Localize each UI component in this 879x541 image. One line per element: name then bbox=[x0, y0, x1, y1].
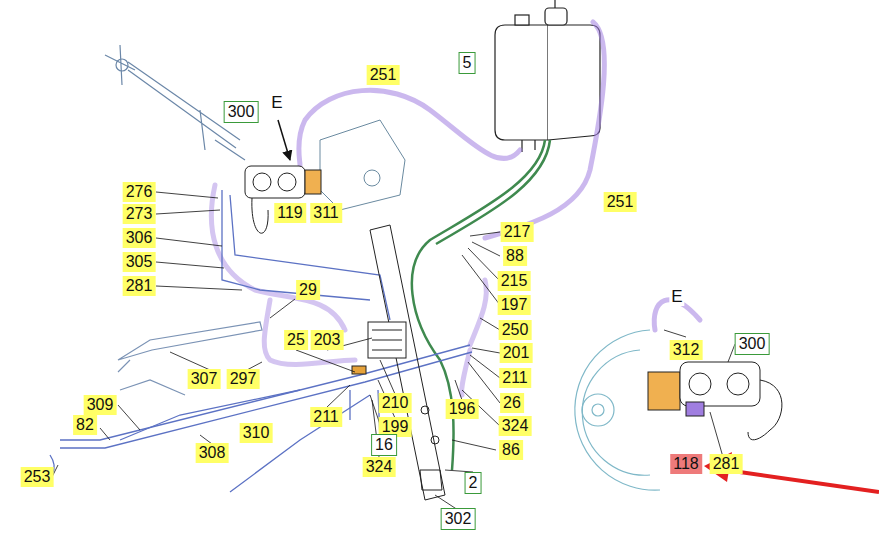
assembly-number: 16 bbox=[371, 434, 397, 456]
callout-number: 273 bbox=[123, 204, 156, 224]
view-letter: E bbox=[669, 288, 684, 306]
callout-number: 88 bbox=[503, 246, 527, 266]
oil-tank bbox=[495, 0, 600, 152]
callout-number: 251 bbox=[367, 65, 400, 85]
valve-block bbox=[352, 322, 406, 374]
callout-number: 119 bbox=[274, 203, 306, 223]
callout-number: 253 bbox=[21, 467, 54, 487]
assembly-number: 300 bbox=[224, 101, 259, 123]
callout-number: 196 bbox=[446, 399, 479, 419]
pipe bbox=[40, 190, 472, 492]
leader-line bbox=[52, 192, 735, 510]
callout-number: 210 bbox=[379, 393, 412, 413]
cylinder bbox=[118, 322, 262, 395]
callout-number: 25 bbox=[284, 330, 308, 350]
callout-number: 307 bbox=[188, 369, 221, 389]
callout-number: 297 bbox=[227, 369, 260, 389]
assembly-number: 2 bbox=[465, 472, 482, 494]
callout-number: 310 bbox=[240, 423, 273, 443]
callout-number: 308 bbox=[196, 443, 229, 463]
view-letter: E bbox=[269, 94, 284, 112]
callout-number: 29 bbox=[296, 280, 320, 300]
highlighted-callout: 118 bbox=[670, 454, 702, 474]
callout-number: 281 bbox=[710, 454, 743, 474]
callout-number: 211 bbox=[499, 368, 531, 388]
callout-number: 281 bbox=[123, 276, 156, 296]
callout-number: 86 bbox=[499, 440, 523, 460]
callout-number: 311 bbox=[310, 203, 342, 223]
callout-number: 250 bbox=[499, 320, 532, 340]
callout-number: 26 bbox=[500, 393, 524, 413]
green-hose bbox=[412, 140, 550, 470]
callout-number: 203 bbox=[311, 330, 344, 350]
callout-number: 305 bbox=[123, 252, 156, 272]
view-arrow bbox=[278, 120, 290, 160]
assembly-number: 300 bbox=[735, 333, 770, 355]
callout-number: 201 bbox=[500, 343, 533, 363]
callout-number: 251 bbox=[604, 192, 637, 212]
callout-number: 197 bbox=[498, 295, 531, 315]
callout-number: 324 bbox=[363, 457, 396, 477]
callout-number: 309 bbox=[84, 395, 117, 415]
flywheel bbox=[575, 330, 660, 490]
callout-number: 312 bbox=[670, 340, 703, 360]
callout-number: 82 bbox=[73, 415, 97, 435]
pump bbox=[245, 120, 405, 233]
callout-number: 276 bbox=[123, 182, 156, 202]
hose bbox=[211, 22, 700, 395]
callout-number: 306 bbox=[123, 228, 156, 248]
assembly-number: 5 bbox=[459, 52, 476, 74]
callout-number: 211 bbox=[310, 407, 342, 427]
callout-number: 215 bbox=[498, 271, 531, 291]
callout-number: 217 bbox=[501, 222, 534, 242]
assembly-number: 302 bbox=[441, 508, 476, 530]
callout-number: 324 bbox=[499, 416, 532, 436]
